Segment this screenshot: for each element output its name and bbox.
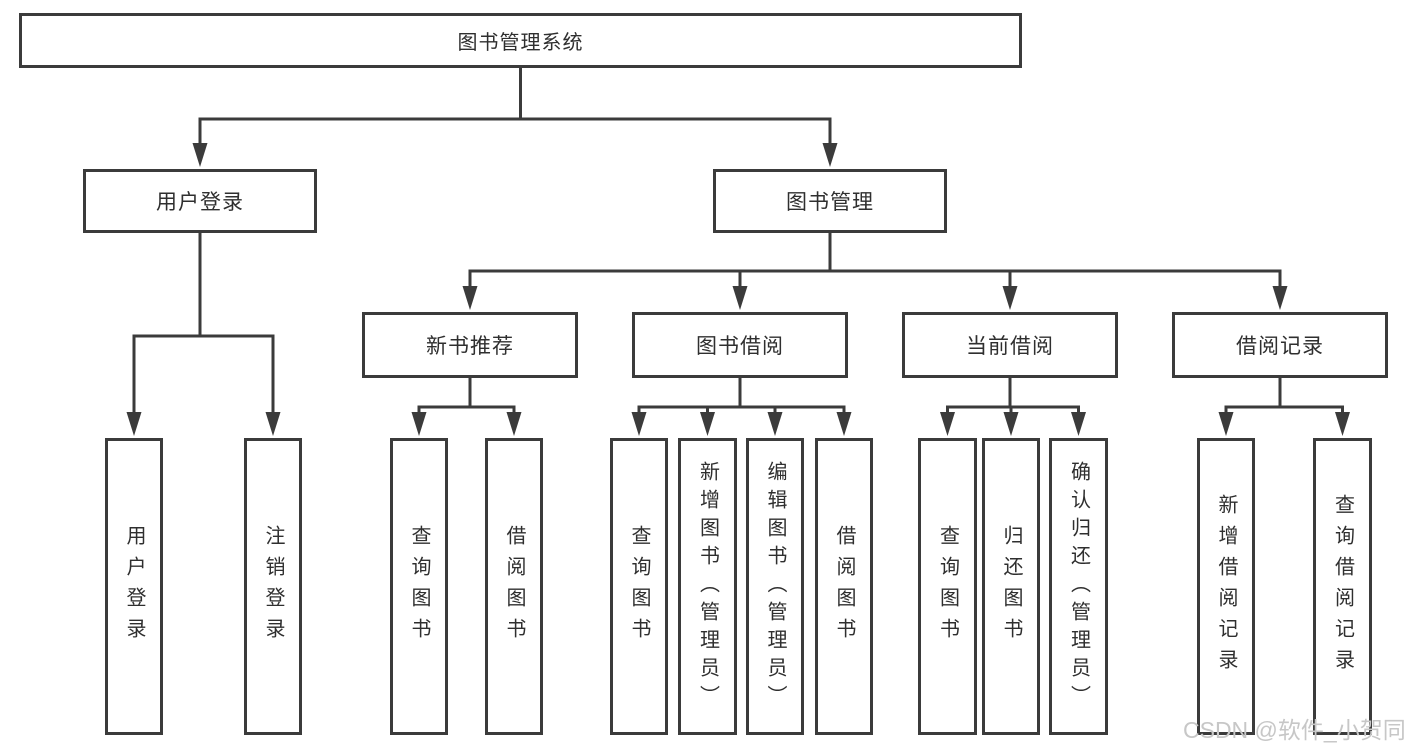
arrowhead-icon	[1071, 412, 1086, 436]
leaf-user-login-label: 用户登录	[123, 524, 145, 649]
node-book-management-label: 图书管理	[786, 191, 874, 214]
leaf-recommend-borrow-books: 借阅图书	[485, 438, 543, 735]
leaf-records-query-borrow-record: 查询借阅记录	[1313, 438, 1372, 735]
leaf-recommend-query-books: 查询图书	[390, 438, 448, 735]
leaf-recommend-borrow-books-label: 借阅图书	[503, 524, 525, 649]
node-current-borrow-label: 当前借阅	[966, 335, 1054, 358]
arrowhead-icon	[631, 412, 647, 436]
arrowhead-icon	[1335, 412, 1350, 436]
node-book-management: 图书管理	[713, 169, 947, 233]
leaf-recommend-query-books-label: 查询图书	[408, 524, 430, 649]
csdn-watermark: CSDN @软件_小贺同学	[1183, 717, 1405, 743]
arrowhead-icon	[265, 412, 281, 436]
leaf-borrow-add-books-admin-label: 新增图书（管理员）	[696, 460, 719, 713]
node-borrow-records: 借阅记录	[1172, 312, 1388, 378]
leaf-records-query-borrow-record-label: 查询借阅记录	[1331, 493, 1354, 680]
leaf-borrow-borrow-books-label: 借阅图书	[833, 524, 855, 649]
arrowhead-icon	[1003, 412, 1019, 436]
arrowhead-icon	[940, 412, 955, 436]
node-user-login: 用户登录	[83, 169, 317, 233]
arrowhead-icon	[506, 412, 522, 436]
node-borrow-records-label: 借阅记录	[1236, 335, 1324, 358]
node-root-label: 图书管理系统	[457, 32, 584, 54]
arrowhead-icon	[1218, 412, 1234, 436]
leaf-borrow-add-books-admin: 新增图书（管理员）	[678, 438, 737, 735]
arrowhead-icon	[192, 143, 208, 167]
leaf-borrow-edit-books-admin: 编辑图书（管理员）	[746, 438, 804, 735]
arrowhead-icon	[767, 412, 783, 436]
node-user-login-label: 用户登录	[156, 191, 244, 214]
arrowhead-icon	[411, 412, 427, 436]
leaf-current-return-books-label: 归还图书	[1000, 524, 1022, 649]
leaf-current-query-books-label: 查询图书	[936, 524, 959, 649]
arrowhead-icon	[732, 286, 748, 310]
leaf-current-return-books: 归还图书	[982, 438, 1040, 735]
leaf-borrow-query-books-label: 查询图书	[628, 524, 650, 649]
leaf-current-confirm-return-admin: 确认归还（管理员）	[1049, 438, 1108, 735]
leaf-current-query-books: 查询图书	[918, 438, 977, 735]
node-new-book-recommend-label: 新书推荐	[426, 335, 514, 358]
node-book-borrow-label: 图书借阅	[696, 335, 784, 358]
node-book-borrow: 图书借阅	[632, 312, 848, 378]
node-root: 图书管理系统	[19, 13, 1022, 68]
arrowhead-icon	[462, 286, 478, 310]
leaf-borrow-borrow-books: 借阅图书	[815, 438, 873, 735]
arrowhead-icon	[700, 412, 715, 436]
arrowhead-icon	[1272, 286, 1288, 310]
arrowhead-icon	[822, 143, 838, 167]
leaf-logout: 注销登录	[244, 438, 302, 735]
leaf-records-add-borrow-record-label: 新增借阅记录	[1215, 493, 1237, 680]
leaf-borrow-query-books: 查询图书	[610, 438, 668, 735]
arrowhead-icon	[1002, 286, 1018, 310]
leaf-records-add-borrow-record: 新增借阅记录	[1197, 438, 1255, 735]
leaf-borrow-edit-books-admin-label: 编辑图书（管理员）	[764, 460, 786, 713]
leaf-current-confirm-return-admin-label: 确认归还（管理员）	[1067, 460, 1090, 713]
leaf-logout-label: 注销登录	[262, 524, 284, 649]
node-new-book-recommend: 新书推荐	[362, 312, 578, 378]
leaf-user-login: 用户登录	[105, 438, 163, 735]
arrowhead-icon	[126, 412, 142, 436]
node-current-borrow: 当前借阅	[902, 312, 1118, 378]
arrowhead-icon	[836, 412, 852, 436]
